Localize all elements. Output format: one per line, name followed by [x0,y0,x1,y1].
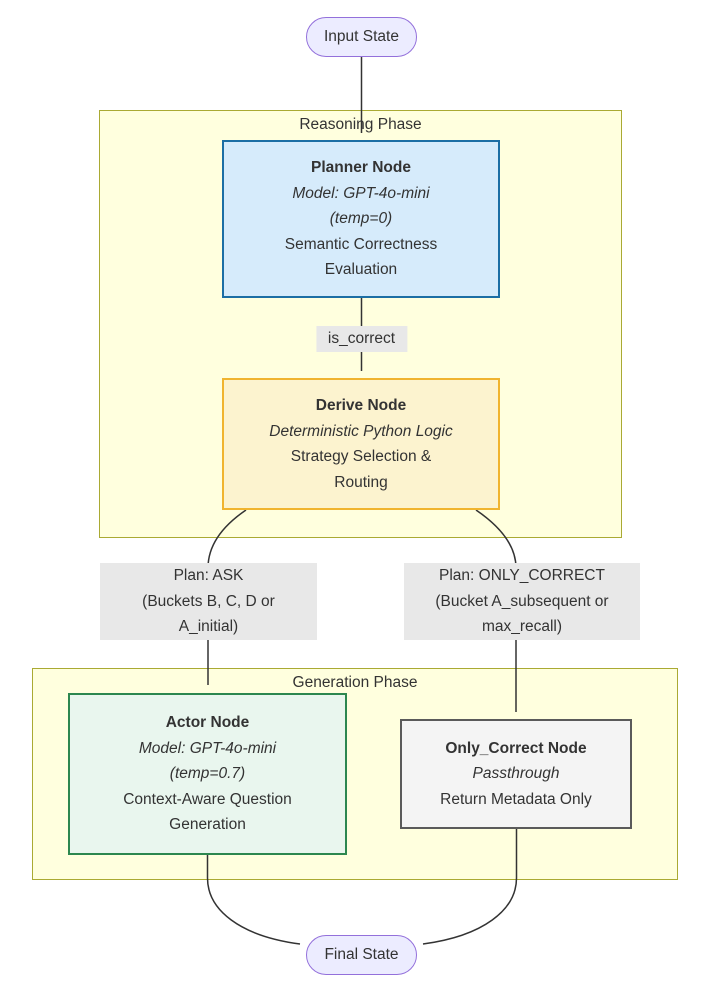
only-correct-title: Only_Correct Node [445,739,587,757]
planner-desc-line2: Evaluation [324,261,398,279]
planner-desc-line1: Semantic Correctness [284,235,438,253]
edge-label-plan-ask: Plan: ASK (Buckets B, C, D or A_initial) [100,563,317,640]
edge-only-correct-to-final [422,829,518,945]
plan-only-correct-line1: Plan: ONLY_CORRECT [439,567,605,584]
derive-desc-line1: Strategy Selection & [290,448,432,465]
node-derive: Derive Node Deterministic Python Logic S… [222,378,500,510]
reasoning-phase-label: Reasoning Phase [299,116,422,133]
actor-desc-line2: Generation [169,816,246,834]
edge-label-plan-only-correct: Plan: ONLY_CORRECT (Bucket A_subsequent … [404,563,640,640]
derive-title: Derive Node [315,397,407,414]
only-correct-desc-line1: Return Metadata Only [440,790,592,808]
actor-model: Model: GPT-4o-mini [138,739,277,757]
input-state-label: Input State [324,28,399,45]
derive-model: Deterministic Python Logic [269,422,453,440]
actor-desc-line1: Context-Aware Question [123,790,292,808]
derive-desc-line2: Routing [334,473,388,491]
planner-model: Model: GPT-4o-mini [292,184,430,202]
plan-ask-line1: Plan: ASK [173,567,244,584]
plan-ask-line2: (Buckets B, C, D or [142,592,275,610]
plan-only-correct-line3: max_recall) [481,618,563,635]
node-final-state: Final State [306,935,417,975]
edge-actor-to-final [206,855,301,945]
final-state-label: Final State [324,946,399,963]
node-planner: Planner Node Model: GPT-4o-mini (temp=0)… [222,140,500,298]
planner-title: Planner Node [311,159,411,177]
plan-ask-line3: A_initial) [178,618,239,635]
plan-only-correct-line2: (Bucket A_subsequent or [435,592,609,610]
edge-label-is-correct: is_correct [315,326,408,352]
node-input-state: Input State [306,17,417,57]
planner-temp: (temp=0) [329,210,393,228]
node-only-correct: Only_Correct Node Passthrough Return Met… [400,719,632,829]
only-correct-model: Passthrough [472,765,560,783]
generation-phase-label: Generation Phase [292,674,418,691]
actor-title: Actor Node [165,714,250,732]
actor-temp: (temp=0.7) [169,765,246,783]
node-actor: Actor Node Model: GPT-4o-mini (temp=0.7)… [68,693,347,855]
